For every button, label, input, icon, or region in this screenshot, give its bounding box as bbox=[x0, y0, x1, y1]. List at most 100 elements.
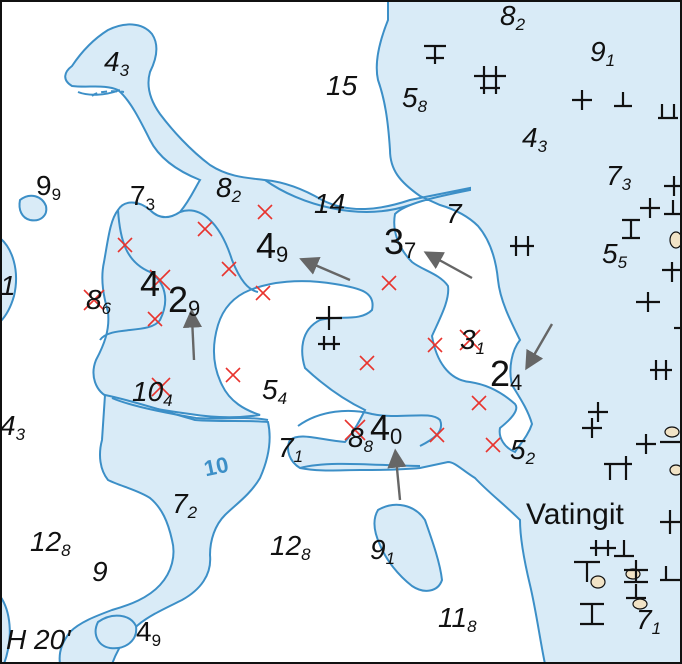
survey-point: 24 bbox=[490, 353, 523, 395]
shallow-water-nw bbox=[18, 194, 48, 222]
obstruction-symbol bbox=[614, 92, 632, 108]
rocks-symbol bbox=[636, 292, 660, 312]
grid-label: H 20' bbox=[6, 624, 71, 655]
cross-symbol bbox=[588, 402, 608, 422]
wreck-symbol bbox=[580, 602, 604, 626]
contour-depth-label: 10 bbox=[201, 451, 231, 482]
obstruction-symbol bbox=[660, 566, 682, 582]
sounding: 91 bbox=[370, 534, 396, 568]
shallow-water-west bbox=[58, 393, 271, 664]
sounding: 104 bbox=[132, 376, 173, 410]
survey-point: 40 bbox=[370, 407, 403, 449]
survey-point: 4 bbox=[140, 263, 161, 304]
red-cross-marker bbox=[359, 355, 375, 371]
red-cross-marker bbox=[257, 204, 273, 220]
sounding: 73 bbox=[606, 160, 632, 194]
sounding: 71 bbox=[636, 604, 662, 638]
contour-line bbox=[91, 90, 125, 97]
rock-patch bbox=[664, 426, 680, 438]
place-name: Vatingit bbox=[526, 498, 624, 531]
arrow bbox=[182, 308, 203, 361]
cross-symbol bbox=[640, 198, 660, 218]
cross-symbol bbox=[660, 510, 682, 534]
red-cross-marker bbox=[255, 285, 271, 301]
rocks-symbol bbox=[510, 236, 534, 256]
red-cross-marker bbox=[197, 221, 213, 237]
sounding: 31 bbox=[460, 324, 486, 358]
wreck-symbol bbox=[424, 44, 446, 64]
sounding: 91 bbox=[590, 36, 616, 70]
sounding: 72 bbox=[172, 488, 198, 522]
sounding: 1 bbox=[0, 270, 16, 301]
red-cross-marker bbox=[459, 329, 481, 351]
red-cross-marker bbox=[221, 261, 237, 277]
red-cross-marker bbox=[151, 377, 171, 397]
shallow-water-east bbox=[64, 0, 682, 664]
red-cross-marker bbox=[344, 419, 366, 441]
sounding: 71 bbox=[278, 432, 304, 466]
red-cross-marker bbox=[83, 289, 105, 311]
wreck-symbol bbox=[604, 456, 632, 480]
arrows bbox=[182, 251, 554, 501]
sounding: 52 bbox=[510, 434, 536, 468]
rock-patch bbox=[669, 464, 682, 476]
obstruction-symbol bbox=[574, 560, 600, 582]
cross-symbol bbox=[662, 262, 682, 282]
sounding: 43 bbox=[522, 122, 548, 156]
red-cross-marker bbox=[485, 437, 501, 453]
arrow bbox=[525, 323, 554, 371]
sounding: 14 bbox=[314, 188, 346, 219]
sounding: 54 bbox=[262, 374, 288, 408]
obstruction-symbol bbox=[658, 104, 678, 120]
wreck-symbol bbox=[624, 560, 648, 584]
sounding: 55 bbox=[602, 238, 628, 272]
arrow bbox=[423, 251, 473, 280]
wreck-symbol bbox=[622, 218, 640, 240]
contour-line bbox=[99, 209, 167, 341]
rock-patches bbox=[590, 231, 682, 610]
obstruction-symbol bbox=[316, 306, 342, 330]
red-cross-marker bbox=[427, 337, 443, 353]
rock-patch bbox=[590, 575, 606, 589]
red-cross-marker bbox=[429, 427, 445, 443]
obstruction-symbol bbox=[614, 540, 634, 558]
chart-symbols bbox=[316, 44, 682, 626]
obstruction-symbol bbox=[626, 584, 646, 600]
wreck-symbol bbox=[590, 540, 616, 556]
sounding: 9 bbox=[92, 556, 108, 587]
obstruction-symbol bbox=[664, 200, 682, 216]
red-cross-marker bbox=[147, 311, 163, 327]
contour-line bbox=[179, 209, 259, 293]
red-cross-marker bbox=[225, 367, 241, 383]
red-cross-marker bbox=[381, 275, 397, 291]
sounding: 118 bbox=[438, 602, 477, 636]
arrow bbox=[299, 256, 351, 282]
shallow-water-south bbox=[373, 503, 444, 592]
survey-point: 37 bbox=[384, 221, 417, 263]
shallow-water-sw bbox=[94, 614, 138, 650]
rocks-symbol bbox=[650, 360, 672, 380]
sounding: 15 bbox=[326, 70, 358, 101]
contour-line bbox=[111, 397, 269, 421]
sounding: 82 bbox=[216, 172, 242, 206]
survey-point: 49 bbox=[256, 225, 289, 267]
cross-symbol bbox=[664, 176, 682, 196]
sounding: 43 bbox=[0, 410, 26, 444]
red-cross-marker bbox=[149, 269, 171, 291]
sounding: 128 bbox=[270, 530, 311, 564]
red-cross-marker bbox=[471, 395, 487, 411]
sounding: 82 bbox=[500, 0, 526, 34]
sounding: 43 bbox=[104, 46, 130, 80]
sounding: 49 bbox=[136, 616, 162, 650]
sounding: 73 bbox=[130, 180, 156, 214]
arrow bbox=[387, 448, 407, 501]
red-cross-marker bbox=[117, 237, 133, 253]
cross-symbol bbox=[636, 434, 656, 454]
rock-patch bbox=[669, 231, 682, 249]
contour-line bbox=[264, 179, 411, 213]
sounding: 58 bbox=[402, 82, 428, 116]
wreck-symbol bbox=[318, 336, 340, 350]
